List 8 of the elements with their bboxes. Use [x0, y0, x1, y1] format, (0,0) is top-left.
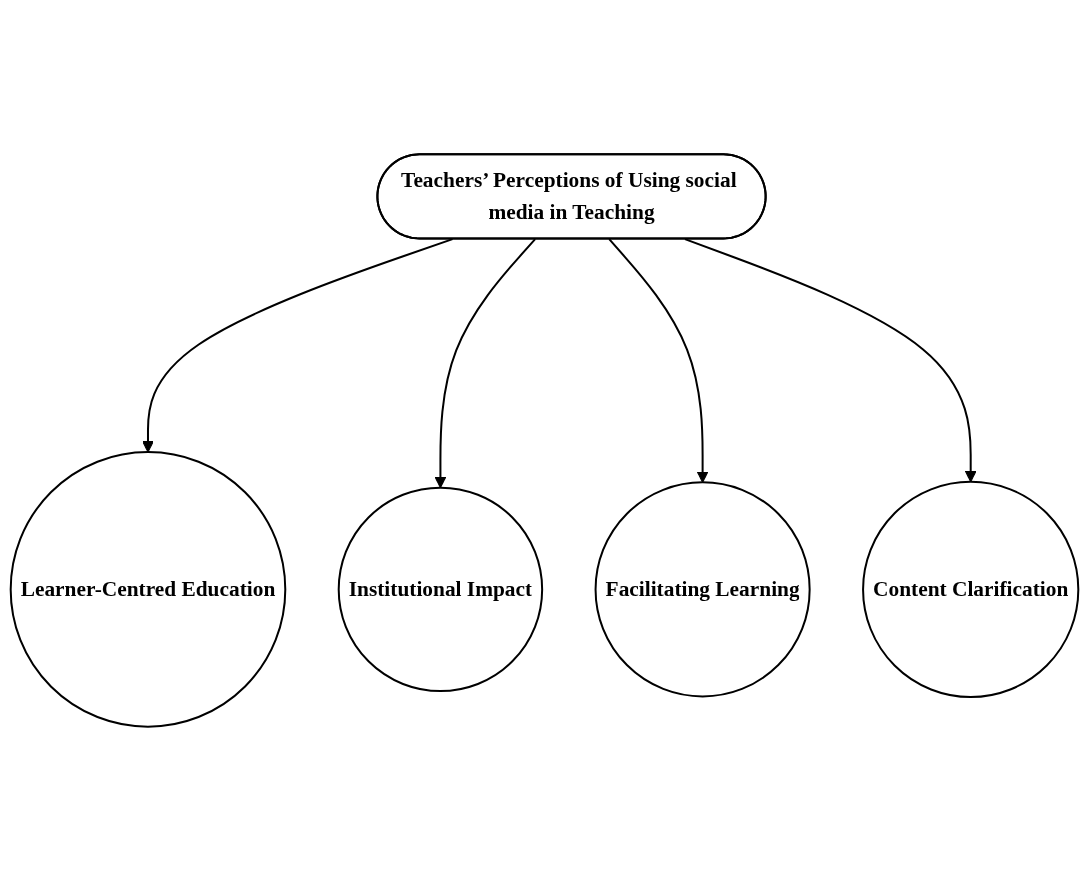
- node-circle: Content Clarification: [862, 480, 1080, 698]
- arrow: [434, 238, 537, 489]
- node-circle: Institutional Impact: [337, 486, 544, 693]
- arrow: [142, 238, 454, 453]
- arrow: [683, 238, 977, 483]
- node-circle: Facilitating Learning: [594, 481, 811, 698]
- node-circle: Learner-Centred Education: [9, 451, 287, 728]
- arrow: [608, 238, 709, 483]
